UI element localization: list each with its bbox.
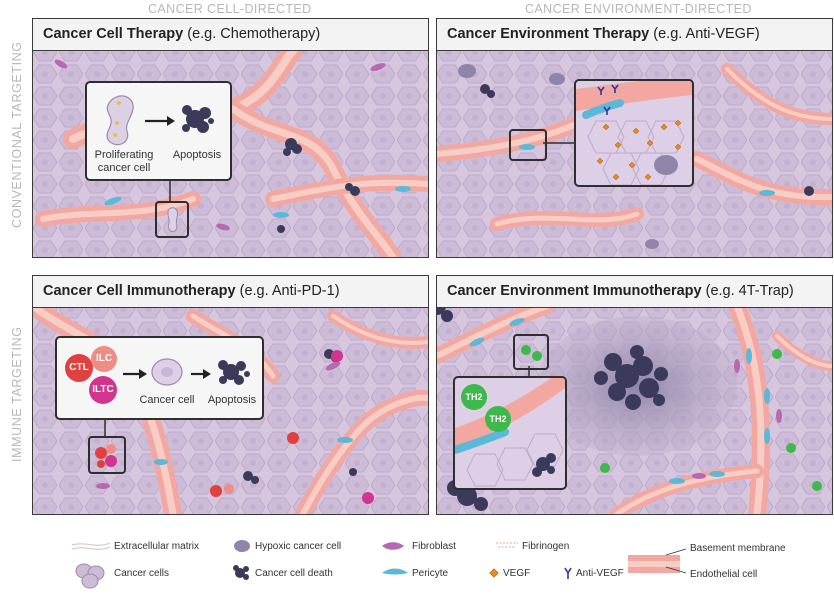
badge-ctl: CTL: [65, 354, 93, 382]
panel-title-example: (e.g. 4T-Trap): [705, 283, 794, 299]
callout-illustration: [576, 81, 692, 185]
panel-title-example: (e.g. Anti-VEGF): [653, 26, 760, 42]
callout-connector: [169, 177, 171, 201]
zoom-box-source: [513, 334, 549, 370]
panel-title-main: Cancer Cell Therapy: [43, 26, 184, 42]
panel-cancer-environment-therapy: Cancer Environment Therapy (e.g. Anti-VE…: [436, 18, 833, 258]
panel-cancer-cell-therapy: Cancer Cell Therapy (e.g. Chemotherapy) …: [32, 18, 429, 258]
legend: Extracellular matrix Cancer cells Hypoxi…: [0, 533, 834, 601]
callout-illustration: [123, 358, 250, 386]
panel-title-example: (e.g. Chemotherapy): [187, 26, 321, 42]
callout-connector: [528, 366, 530, 376]
callout-th2-zoom: TH2 TH2: [453, 376, 567, 490]
badge-th2-1: TH2: [461, 384, 487, 410]
legend-basement-membrane: Basement membrane: [690, 543, 786, 554]
zoom-box-source: [509, 129, 547, 161]
legend-anti-vegf: Anti-VEGF: [576, 568, 624, 579]
panel-cancer-environment-immunotherapy: Cancer Environment Immunotherapy (e.g. 4…: [436, 275, 833, 515]
badge-iltc: ILTC: [89, 376, 117, 404]
legend-fibroblast: Fibroblast: [412, 541, 456, 552]
legend-hypoxic-cancer-cell: Hypoxic cancer cell: [255, 541, 342, 552]
panel-title-example: (e.g. Anti-PD-1): [239, 283, 340, 299]
badge-th2-2: TH2: [485, 406, 511, 432]
column-header-cancer-cell-directed: CANCER CELL-DIRECTED: [148, 2, 312, 16]
callout-connector: [543, 142, 574, 144]
zoom-box-source: [155, 201, 189, 238]
cancer-cell-death-icon: [233, 565, 249, 580]
anti-vegf-icon: [564, 567, 572, 579]
zoom-box-cells: [95, 444, 117, 468]
tissue-illustration: [33, 276, 428, 514]
row-header-immune-targeting: IMMUNE TARGETING: [10, 326, 24, 462]
zoom-box-source: [88, 436, 126, 474]
callout-immune-to-apoptosis: CTL ILC ILTC Cancer cell Apoptosis: [55, 336, 264, 420]
legend-extracellular-matrix: Extracellular matrix: [114, 541, 200, 552]
panel-cancer-cell-immunotherapy: Cancer Cell Immunotherapy (e.g. Anti-PD-…: [32, 275, 429, 515]
column-header-cancer-environment-directed: CANCER ENVIRONMENT-DIRECTED: [525, 2, 752, 16]
label-proliferating-cancer-cell: Proliferating cancer cell: [94, 149, 154, 174]
legend-fibrinogen: Fibrinogen: [522, 541, 570, 552]
legend-cancer-cells: Cancer cells: [114, 568, 170, 579]
row-header-conventional-targeting: CONVENTIONAL TARGETING: [10, 41, 24, 228]
tissue-illustration: [437, 19, 832, 257]
legend-endothelial-cell: Endothelial cell: [690, 569, 758, 580]
label-apoptosis: Apoptosis: [172, 149, 222, 161]
fibrinogen-icon: [496, 542, 518, 548]
panel-title-cancer-cell-therapy: Cancer Cell Therapy (e.g. Chemotherapy): [33, 19, 428, 51]
zoom-box-cells: [521, 345, 542, 361]
legend-vegf: VEGF: [503, 568, 531, 579]
vessel-icon: [628, 548, 687, 574]
panel-title-main: Cancer Environment Therapy: [447, 26, 650, 42]
label-cancer-cell: Cancer cell: [139, 394, 195, 406]
legend-icons: [71, 540, 687, 589]
panel-title-main: Cancer Environment Immunotherapy: [447, 283, 702, 299]
legend-pericyte: Pericyte: [412, 568, 449, 579]
callout-proliferating-to-apoptosis: Proliferating cancer cell Apoptosis: [85, 81, 232, 181]
pericyte-icon: [382, 568, 408, 575]
extracellular-matrix-icon: [71, 542, 111, 550]
callout-anti-vegf-zoom: [574, 79, 694, 187]
vegf-icon: [489, 568, 499, 578]
panel-title-cancer-environment-immunotherapy: Cancer Environment Immunotherapy (e.g. 4…: [437, 276, 832, 308]
fibroblast-icon: [382, 542, 404, 550]
callout-illustration: [106, 95, 214, 146]
label-apoptosis: Apoptosis: [207, 394, 257, 406]
badge-ilc: ILC: [91, 346, 117, 372]
cancer-cells-icon: [75, 563, 105, 589]
panel-title-cancer-environment-therapy: Cancer Environment Therapy (e.g. Anti-VE…: [437, 19, 832, 51]
zoom-box-cell: [167, 207, 178, 232]
hypoxic-cancer-cell-icon: [234, 540, 250, 552]
panel-title-main: Cancer Cell Immunotherapy: [43, 283, 236, 299]
panel-title-cancer-cell-immunotherapy: Cancer Cell Immunotherapy (e.g. Anti-PD-…: [33, 276, 428, 308]
legend-cancer-cell-death: Cancer cell death: [255, 568, 333, 579]
